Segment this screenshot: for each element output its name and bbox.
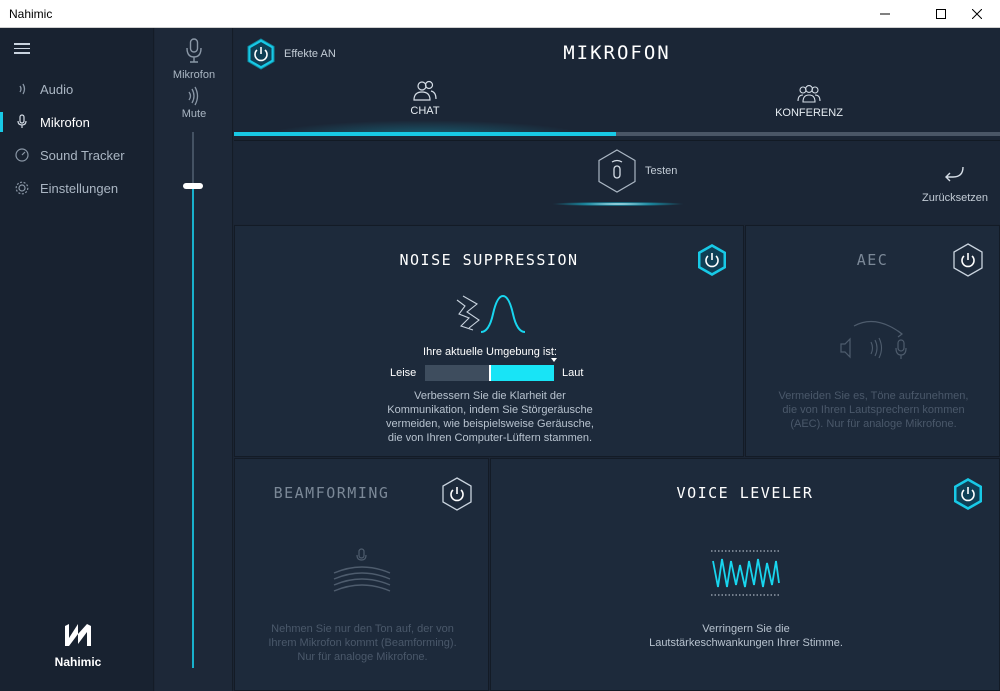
power-icon bbox=[442, 477, 472, 511]
sidebar-item-mikrofon[interactable]: Mikrofon bbox=[0, 107, 154, 137]
sidebar-item-label: Mikrofon bbox=[40, 114, 90, 130]
tab-bar bbox=[234, 132, 1000, 136]
environment-label: Ihre aktuelle Umgebung ist: bbox=[423, 346, 557, 358]
sidebar-item-label: Sound Tracker bbox=[40, 147, 125, 163]
close-icon bbox=[972, 9, 982, 19]
voice-leveler-power-toggle[interactable] bbox=[952, 477, 984, 511]
test-glow bbox=[530, 201, 706, 207]
sidebar-item-label: Audio bbox=[40, 81, 74, 97]
beamforming-icon bbox=[333, 548, 391, 592]
noise-wave-icon bbox=[456, 294, 526, 333]
title-bar: Nahimic bbox=[0, 0, 1000, 28]
hamburger-menu-icon[interactable] bbox=[14, 43, 30, 55]
power-icon bbox=[954, 478, 982, 510]
caret-down-icon bbox=[551, 358, 557, 362]
minimize-button[interactable] bbox=[862, 0, 908, 28]
environment-meter-fill bbox=[490, 365, 554, 381]
gear-icon bbox=[11, 181, 33, 195]
tab-chat[interactable]: CHAT bbox=[234, 80, 616, 136]
tab-konferenz[interactable]: KONFERENZ bbox=[618, 84, 1000, 140]
test-label: Testen bbox=[645, 165, 678, 177]
undo-arrow-icon bbox=[945, 166, 964, 182]
panel-title: AEC bbox=[856, 251, 889, 269]
window-title: Nahimic bbox=[9, 7, 53, 21]
mic-label: Mikrofon bbox=[172, 69, 216, 81]
panel-description: Vermeiden Sie es, Töne aufzunehmen, die … bbox=[778, 390, 969, 430]
reset-label: Zurücksetzen bbox=[921, 192, 989, 204]
volume-slider-track[interactable] bbox=[192, 132, 194, 668]
voice-waveform-icon bbox=[711, 550, 781, 596]
sidebar-item-sound-tracker[interactable]: Sound Tracker bbox=[0, 140, 154, 170]
nahimic-logo-icon bbox=[65, 624, 91, 646]
panel-title: BEAMFORMING bbox=[273, 484, 390, 502]
minimize-icon bbox=[880, 13, 890, 15]
power-icon bbox=[953, 243, 983, 277]
tab-active-indicator bbox=[234, 132, 616, 136]
power-icon bbox=[698, 244, 726, 276]
aec-panel: AEC Vermeiden Sie es, Töne aufzunehmen, … bbox=[745, 225, 1000, 457]
power-icon bbox=[247, 38, 275, 70]
logo-text: Nahimic bbox=[54, 655, 102, 669]
panel-description: Verringern Sie die Lautstärkeschwankunge… bbox=[649, 623, 843, 649]
sidebar-item-label: Einstellungen bbox=[40, 180, 119, 196]
sidebar-item-audio[interactable]: Audio bbox=[0, 74, 154, 104]
beamforming-panel: BEAMFORMING Nehmen Sie nur den Ton auf, … bbox=[234, 458, 489, 691]
reset-button[interactable]: Zurücksetzen bbox=[914, 165, 996, 204]
microphone-icon bbox=[11, 114, 33, 130]
conference-people-icon bbox=[618, 84, 1000, 104]
sidebar-item-einstellungen[interactable]: Einstellungen bbox=[0, 173, 154, 203]
panel-description: Verbessern Sie die Klarheit der Kommunik… bbox=[386, 390, 594, 444]
mic-volume-column: Mikrofon Mute bbox=[155, 28, 233, 691]
tab-label: KONFERENZ bbox=[775, 107, 843, 119]
effects-toggle[interactable]: Effekte AN bbox=[246, 38, 336, 70]
mute-icon[interactable] bbox=[186, 86, 202, 111]
maximize-button[interactable] bbox=[918, 0, 964, 28]
effects-label: Effekte AN bbox=[284, 48, 336, 60]
chat-people-icon bbox=[234, 80, 616, 102]
main-header: Effekte AN MIKROFON CHAT KONFERENZ bbox=[234, 28, 1000, 138]
panel-title: VOICE LEVELER bbox=[676, 484, 814, 502]
test-button[interactable]: Testen bbox=[597, 149, 677, 193]
panel-title: NOISE SUPPRESSION bbox=[399, 251, 579, 269]
maximize-icon bbox=[936, 9, 946, 19]
test-row: Testen Zurücksetzen bbox=[234, 140, 1000, 224]
speaker-waves-icon bbox=[11, 82, 33, 96]
close-button[interactable] bbox=[954, 0, 1000, 28]
mic-test-icon bbox=[598, 149, 636, 193]
low-label: Leise bbox=[390, 367, 417, 379]
tab-label: CHAT bbox=[410, 105, 440, 117]
aec-power-toggle[interactable] bbox=[952, 243, 984, 277]
nahimic-logo: Nahimic bbox=[49, 622, 107, 669]
noise-power-toggle[interactable] bbox=[696, 243, 728, 277]
voice-leveler-panel: VOICE LEVELER Verringern Sie die Lautstä… bbox=[490, 458, 1000, 691]
echo-cancel-icon bbox=[840, 320, 907, 359]
beamforming-power-toggle[interactable] bbox=[441, 477, 473, 511]
high-label: Laut bbox=[562, 367, 584, 379]
environment-meter bbox=[425, 365, 554, 381]
mute-label: Mute bbox=[181, 108, 207, 120]
volume-slider-thumb[interactable] bbox=[183, 182, 203, 189]
microphone-icon[interactable] bbox=[185, 38, 203, 69]
noise-suppression-panel: NOISE SUPPRESSION Ihre aktuelle Umgebung… bbox=[234, 225, 744, 457]
environment-meter-marker bbox=[489, 365, 491, 381]
page-title: MIKROFON bbox=[563, 42, 671, 64]
radar-icon bbox=[11, 148, 33, 162]
panel-description: Nehmen Sie nur den Ton auf, der von Ihre… bbox=[268, 623, 457, 663]
sidebar: Audio Mikrofon Sound Tracker Einstellung… bbox=[0, 28, 154, 691]
